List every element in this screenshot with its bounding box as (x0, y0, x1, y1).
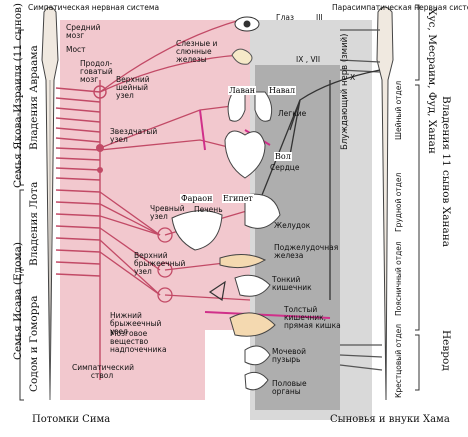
label-inferior-mesenteric-ganglion: Нижний брыжеечный узел (110, 311, 162, 336)
lacrimal-glands (231, 48, 253, 65)
liver (171, 210, 223, 251)
label-eye: Глаз (276, 13, 294, 22)
label-cervical: Шейный отдел (394, 80, 403, 140)
label-thoracic: Грудной отдел (394, 172, 403, 232)
label-genitals: Половые органы (272, 379, 307, 396)
label-nerve-iii: III (316, 13, 323, 22)
header-sympathetic: Симпатическая нервная система (28, 3, 160, 12)
caption-cush: Хус, Месраим, Фуд, Ханан (426, 8, 438, 154)
caption-esau-family: Семья Исава (Едома) (12, 242, 24, 360)
caption-lot: Владения Лота (28, 181, 40, 266)
colon (229, 312, 276, 337)
label-adrenal-medulla: Мозговое вещество надпочечника (110, 329, 167, 354)
label-sacral: Крестцовый отдел (394, 323, 403, 398)
hand-vol: Вол (274, 152, 292, 161)
header-parasympathetic: Парасимпатическая нервная система (332, 3, 468, 12)
parasympathetic-fibers (259, 69, 381, 300)
right-brackets (415, 4, 420, 391)
label-liver: Печень (194, 205, 223, 214)
caption-abraham: Владения Авраама (28, 45, 40, 150)
label-superior-mesenteric-ganglion: Верхний брыжеечный узел (134, 251, 186, 276)
hand-egypt: Египет (222, 194, 254, 203)
label-medulla: Продол-говатый мозг (80, 59, 113, 84)
sympathetic-region (60, 20, 250, 400)
pancreas (219, 254, 267, 269)
label-nerve-x: X (350, 73, 356, 82)
caption-sodom: Содом и Гоморра (28, 295, 40, 392)
left-segment-lines (55, 87, 101, 277)
label-stellate-ganglion: Звездчатый узел (110, 127, 158, 144)
bladder (244, 345, 271, 366)
label-bladder: Мочевой пузырь (272, 347, 306, 364)
label-nerve-ix-vii: IX , VII (296, 55, 321, 64)
caption-shem: Потомки Сима (32, 414, 111, 425)
label-celiac-ganglion: Чревный узел (150, 204, 185, 221)
label-heart: Сердце (270, 163, 300, 172)
label-vagus-nerve: Блуждающий нерв (змий) (340, 33, 350, 150)
left-brackets (19, 29, 24, 401)
right-spinal-cord (376, 6, 394, 401)
adrenal-gland (208, 280, 226, 302)
hand-lavan: Лаван (228, 86, 257, 95)
label-lungs: Легкие (278, 109, 307, 118)
label-midbrain: Средний мозг (66, 23, 101, 40)
label-sympathetic-trunk: Симпатический ствол (72, 363, 134, 380)
ganglia (157, 227, 173, 303)
caption-jacob-family: Семья Якова-Израиля (11 сынов) (12, 2, 24, 188)
label-lumbar: Поясничный отдел (394, 241, 403, 316)
caption-nimrod: Неврод (440, 330, 452, 371)
label-small-intestine: Тонкий кишечник (272, 275, 312, 292)
lungs (227, 91, 273, 122)
genitals (244, 371, 269, 391)
label-pancreas: Поджелудочная железа (274, 243, 339, 260)
caption-canaan: Владения 11 сынов Ханана (440, 96, 452, 248)
label-pons: Мост (66, 45, 86, 54)
label-stomach: Желудок (274, 221, 311, 230)
caption-ham: Сыновья и внуки Хама (330, 414, 450, 425)
label-colon: Толстый кишечник, прямая кишка (284, 305, 341, 330)
parasympathetic-core (255, 65, 340, 410)
label-lacrimal-glands: Слезные и слюнные железы (176, 39, 218, 64)
label-superior-cervical-ganglion: Верхний шейный узел (116, 75, 150, 100)
hand-naval: Навал (268, 86, 297, 95)
small-intestine (234, 274, 271, 297)
eye (234, 16, 260, 32)
sympathetic-trunk (93, 80, 107, 380)
heart (224, 130, 266, 179)
left-spinal-cord (41, 6, 59, 401)
hand-pharaoh: Фараон (180, 194, 214, 203)
